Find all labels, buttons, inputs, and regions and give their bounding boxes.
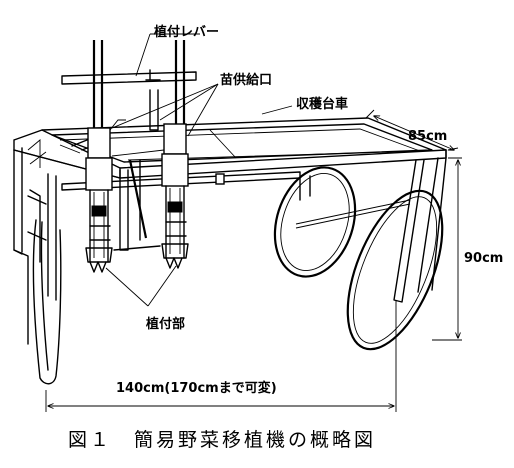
- leader-lines: [105, 33, 293, 307]
- planting-linkage: [111, 149, 165, 251]
- left-leg-frame: [13, 147, 62, 385]
- dimension-lines: [45, 109, 462, 412]
- planting-lever-label: 植付レバー: [153, 24, 219, 40]
- depth-dimension-label: 85cm: [408, 129, 447, 144]
- right-wheel: [346, 189, 444, 351]
- width-dimension-label: 140cm(170cmまで可変): [116, 380, 277, 396]
- harvest-cart-frame: [13, 117, 447, 191]
- seedling-inlet-label: 苗供給口: [220, 72, 272, 88]
- height-dimension-label: 90cm: [464, 251, 503, 266]
- planting-unit-right: [161, 123, 189, 269]
- planting-unit-label: 植付部: [145, 316, 185, 332]
- harvest-cart-label: 収穫台車: [296, 96, 348, 112]
- planting-unit-left: [85, 119, 126, 273]
- planting-lever: [61, 40, 197, 131]
- right-leg-frame: [295, 149, 447, 303]
- figure-caption: 図１ 簡易野菜移植機の概略図: [68, 429, 376, 451]
- left-wheel: [273, 166, 357, 278]
